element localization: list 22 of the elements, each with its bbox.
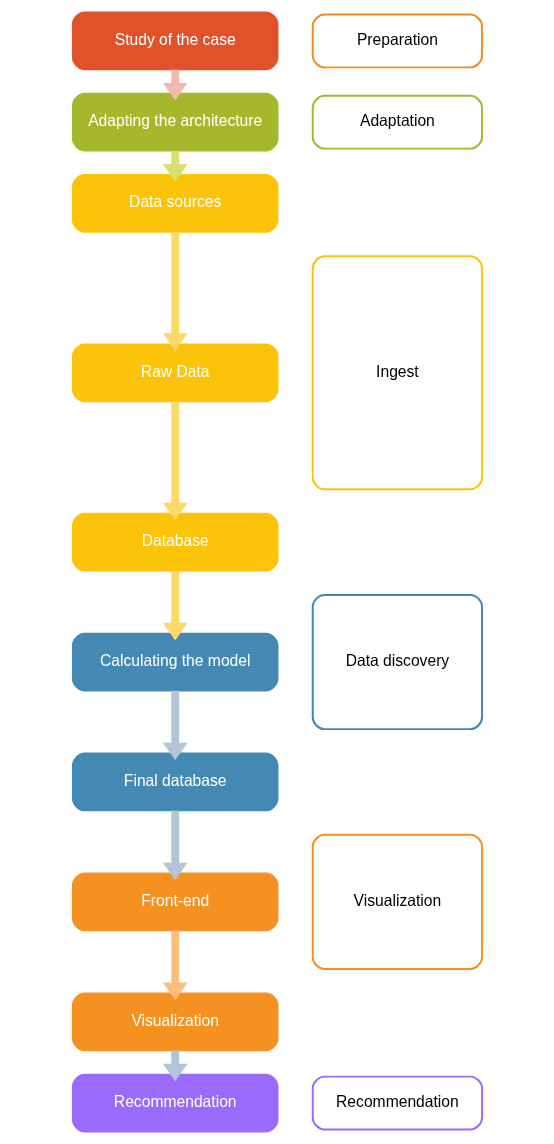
node-box: Ingest [311,255,483,491]
node-box: Adaptation [311,94,483,150]
node-box: Database [71,512,278,572]
arrow [162,930,187,1001]
arrow [162,232,187,351]
node-box: Recommendation [311,1075,483,1131]
arrow [162,401,187,521]
node-box: Visualization [311,833,483,970]
node-box: Final database [71,752,278,812]
node-box: Data sources [71,174,278,233]
node-box: Data discovery [311,594,483,731]
arrow [162,690,187,761]
node-box: Front-end [71,872,278,932]
arrow [162,810,187,881]
node-box: Preparation [311,13,483,69]
node-box: Recommendation [71,1073,278,1133]
node-box: Adapting the architecture [71,92,278,152]
arrow [162,570,187,641]
node-box: Calculating the model [71,632,278,692]
node-box: Visualization [71,992,278,1052]
node-box: Raw Data [71,343,278,403]
node-box: Study of the case [71,11,278,71]
